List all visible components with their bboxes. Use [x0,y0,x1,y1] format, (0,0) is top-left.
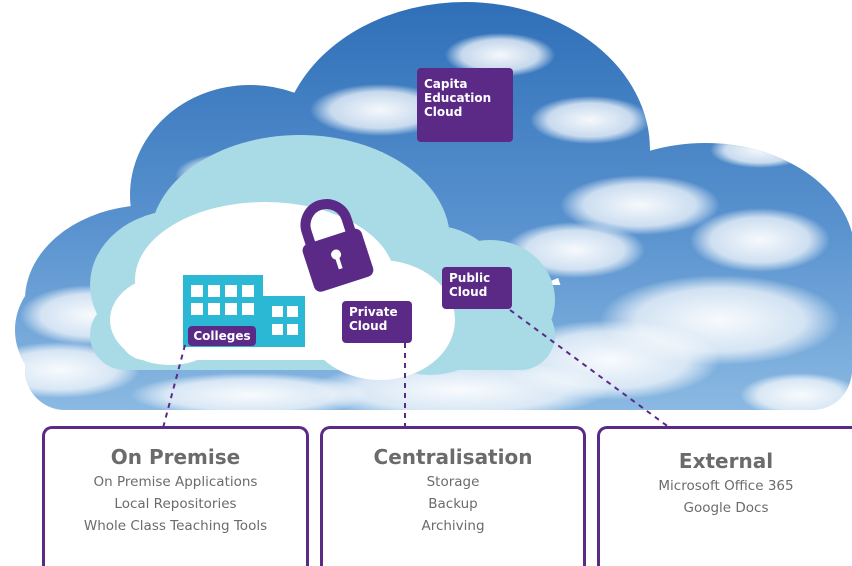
on-premise-item: Whole Class Teaching Tools [83,518,268,534]
on-premise-item: On Premise Applications [93,474,258,490]
external-panel: External Microsoft Office 365 Google Doc… [597,426,852,566]
on-premise-title: On Premise [110,445,241,469]
capita-label-line-1: Capita [424,77,468,91]
on-premise-item: Local Repositories [114,496,237,512]
private-label-line-2: Cloud [349,319,388,333]
public-cloud-label: Public Cloud [442,267,512,309]
centralisation-panel: Centralisation Storage Backup Archiving [320,426,586,566]
external-title: External [678,449,774,473]
connector-public [509,309,671,429]
centralisation-title: Centralisation [373,445,533,469]
capita-education-cloud-label: Capita Education Cloud [417,68,513,142]
colleges-label: Colleges [188,326,256,346]
private-label-line-1: Private [349,305,398,319]
connector-colleges [162,344,186,429]
public-label-line-2: Cloud [449,285,488,299]
capita-label-line-3: Cloud [424,105,463,119]
connector-lines [162,309,671,429]
centralisation-item: Archiving [421,518,485,534]
external-item: Microsoft Office 365 [658,478,794,494]
capita-label-line-2: Education [424,91,492,105]
colleges-label-text: Colleges [193,329,251,343]
on-premise-panel: On Premise On Premise Applications Local… [42,426,309,566]
private-cloud-label: Private Cloud [342,301,412,343]
centralisation-item: Backup [428,496,478,512]
padlock-icon [300,199,374,292]
external-item: Google Docs [683,500,769,516]
centralisation-item: Storage [426,474,480,490]
public-label-line-1: Public [449,271,491,285]
